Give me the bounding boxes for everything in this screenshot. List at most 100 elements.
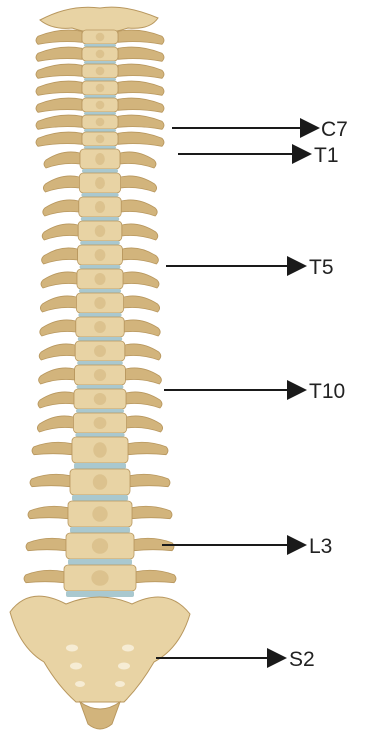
transverse-process [124,296,160,312]
transverse-process [32,442,72,454]
transverse-process [43,176,79,192]
intervertebral-disc [81,217,119,221]
spinous-process [95,249,106,261]
transverse-process [36,115,82,129]
transverse-process [123,272,159,288]
intervertebral-disc [84,44,116,47]
sacrum [10,596,190,729]
intervertebral-disc [84,61,116,64]
intervertebral-disc [78,337,122,341]
transverse-process [124,320,160,336]
transverse-process [118,64,164,78]
intervertebral-disc [84,112,116,115]
intervertebral-disc [77,385,124,389]
spinous-process [96,67,105,75]
spinous-process [96,50,105,58]
spinous-process [94,369,106,381]
spinous-process [95,225,105,237]
intervertebral-disc [72,495,128,501]
transverse-process [121,200,157,216]
intervertebral-disc [78,313,121,317]
transverse-process [125,344,161,360]
vertebral-column [24,30,176,597]
transverse-process [39,344,75,360]
spinous-process [95,177,105,189]
transverse-process [39,368,75,384]
transverse-process [118,30,164,44]
intervertebral-disc [84,129,116,132]
spinous-process [94,273,105,285]
transverse-process [38,392,74,408]
transverse-process [36,64,82,78]
transverse-process [132,506,172,518]
label-t5: T5 [309,256,334,279]
transverse-process [43,200,79,216]
transverse-process [130,474,170,486]
transverse-process [30,474,70,486]
transverse-process [118,132,164,146]
transverse-process [42,224,78,240]
transverse-process [36,132,82,146]
spinous-process [93,474,107,490]
spinous-process [96,33,105,41]
intervertebral-disc [84,78,116,81]
occipital-bone [40,7,158,33]
spinous-process [91,570,108,586]
transverse-process [122,248,158,264]
spinous-process [94,321,106,333]
spinous-process [96,118,105,126]
transverse-process [120,152,156,168]
transverse-process [36,81,82,95]
transverse-process [126,392,162,408]
spinous-process [94,297,105,309]
spinous-process [96,101,105,109]
transverse-process [127,416,163,432]
spinous-process [94,417,107,429]
label-t10: T10 [309,380,345,403]
transverse-process [24,570,64,582]
transverse-process [40,296,76,312]
label-l3: L3 [309,535,332,558]
transverse-process [118,115,164,129]
intervertebral-disc [80,241,120,245]
transverse-process [122,224,158,240]
spinous-process [92,538,108,554]
spinous-process [96,135,105,143]
transverse-process [118,98,164,112]
intervertebral-disc [81,193,118,197]
transverse-process [36,30,82,44]
transverse-process [121,176,157,192]
label-t1: T1 [314,144,339,167]
transverse-process [136,570,176,582]
transverse-process [44,152,80,168]
intervertebral-disc [76,409,124,413]
intervertebral-disc [75,433,124,437]
spinous-process [92,506,107,522]
transverse-process [41,272,77,288]
spinous-process [94,345,106,357]
transverse-process [128,442,168,454]
intervertebral-disc [70,527,130,533]
label-s2: S2 [289,648,315,671]
transverse-process [40,320,76,336]
spinous-process [95,153,105,165]
intervertebral-disc [84,95,116,98]
intervertebral-disc [68,559,132,565]
intervertebral-disc [80,265,121,269]
spinous-process [96,84,105,92]
intervertebral-disc [82,169,118,173]
transverse-process [125,368,161,384]
intervertebral-disc [66,591,134,597]
spinous-process [95,201,105,213]
spinous-process [94,393,106,405]
transverse-process [26,538,66,550]
transverse-process [118,47,164,61]
transverse-process [42,248,78,264]
intervertebral-disc [74,463,126,469]
transverse-process [118,81,164,95]
transverse-process [28,506,68,518]
transverse-process [37,416,73,432]
intervertebral-disc [77,361,123,365]
intervertebral-disc [79,289,121,293]
